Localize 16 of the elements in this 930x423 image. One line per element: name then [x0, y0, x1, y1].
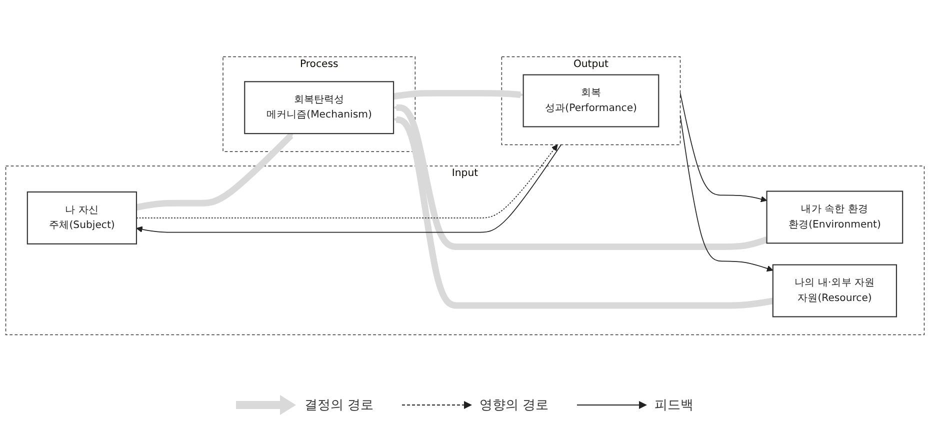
- node-box: 회복 성과(Performance): [522, 74, 660, 127]
- arrow: [680, 92, 768, 202]
- node-box: 나 자신 주체(Subject): [26, 191, 138, 244]
- arrow: [680, 114, 774, 272]
- node-box: 내가 속한 환경 환경(Environment): [766, 190, 904, 244]
- arrow: [393, 90, 524, 100]
- legend-label: 피드백: [654, 397, 694, 414]
- arrow: [136, 133, 294, 210]
- legend-label: 결정의 경로: [304, 397, 374, 414]
- node-box: 나의 내·외부 자원 자원(Resource): [772, 264, 898, 317]
- legend-label: 영향의 경로: [480, 397, 549, 414]
- arrow: [393, 116, 774, 309]
- arrow: [136, 144, 558, 218]
- arrow: [136, 144, 562, 233]
- node-box: 회복탄력성 메커니즘(Mechanism): [244, 80, 394, 134]
- arrow: [393, 104, 768, 250]
